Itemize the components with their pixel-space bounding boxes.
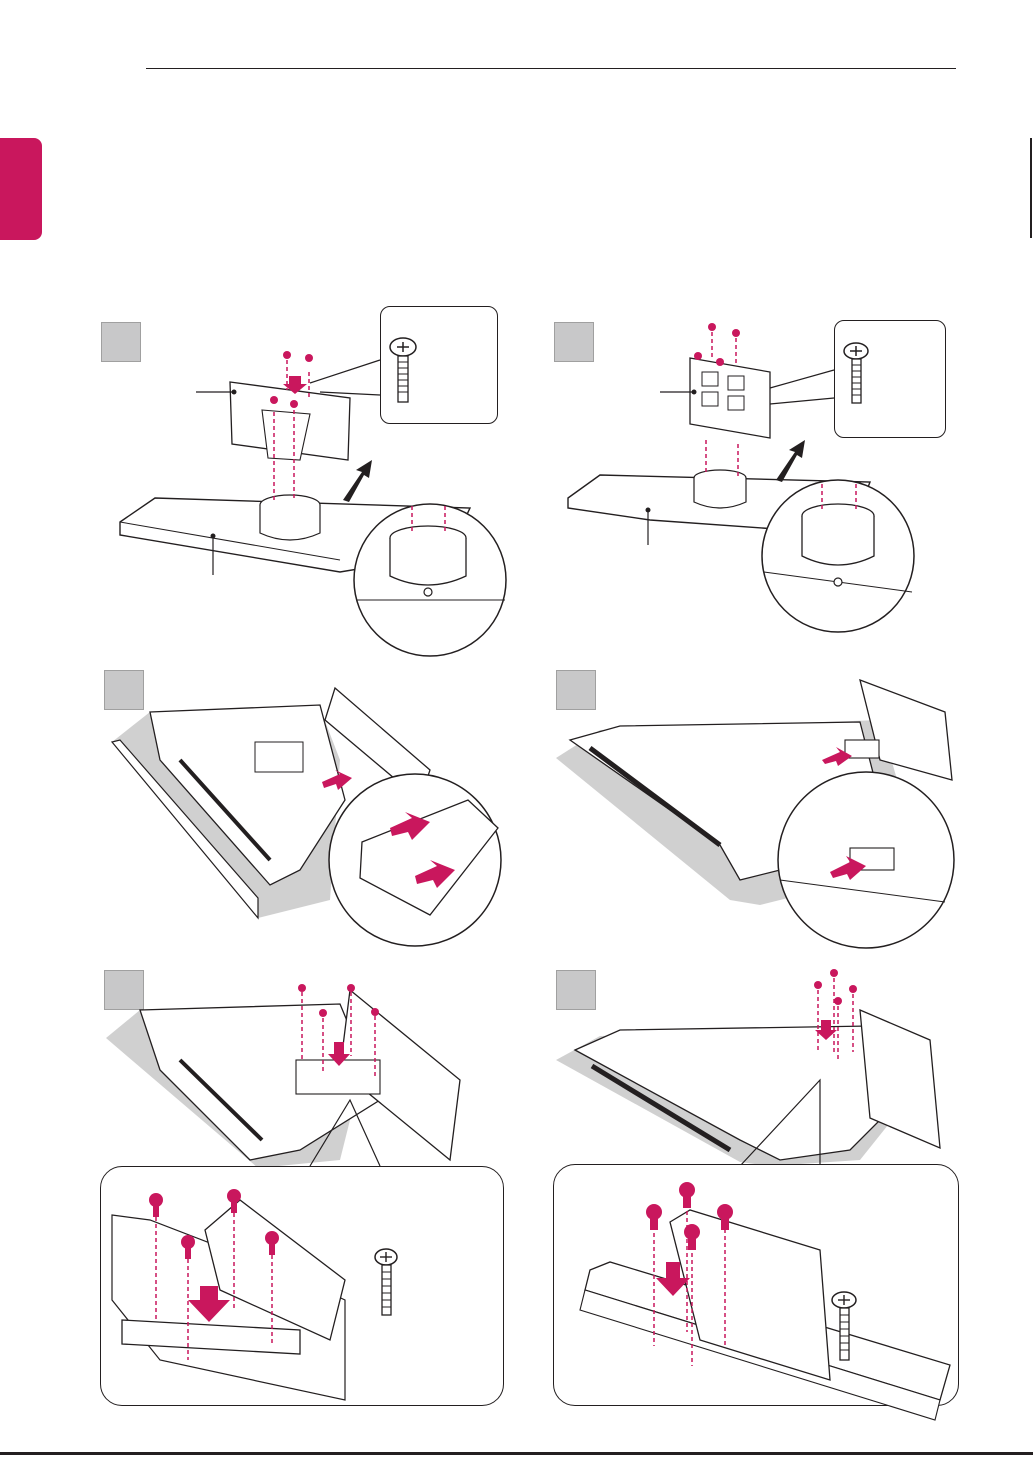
screw-detail-illustration-2 xyxy=(0,0,1033,1458)
